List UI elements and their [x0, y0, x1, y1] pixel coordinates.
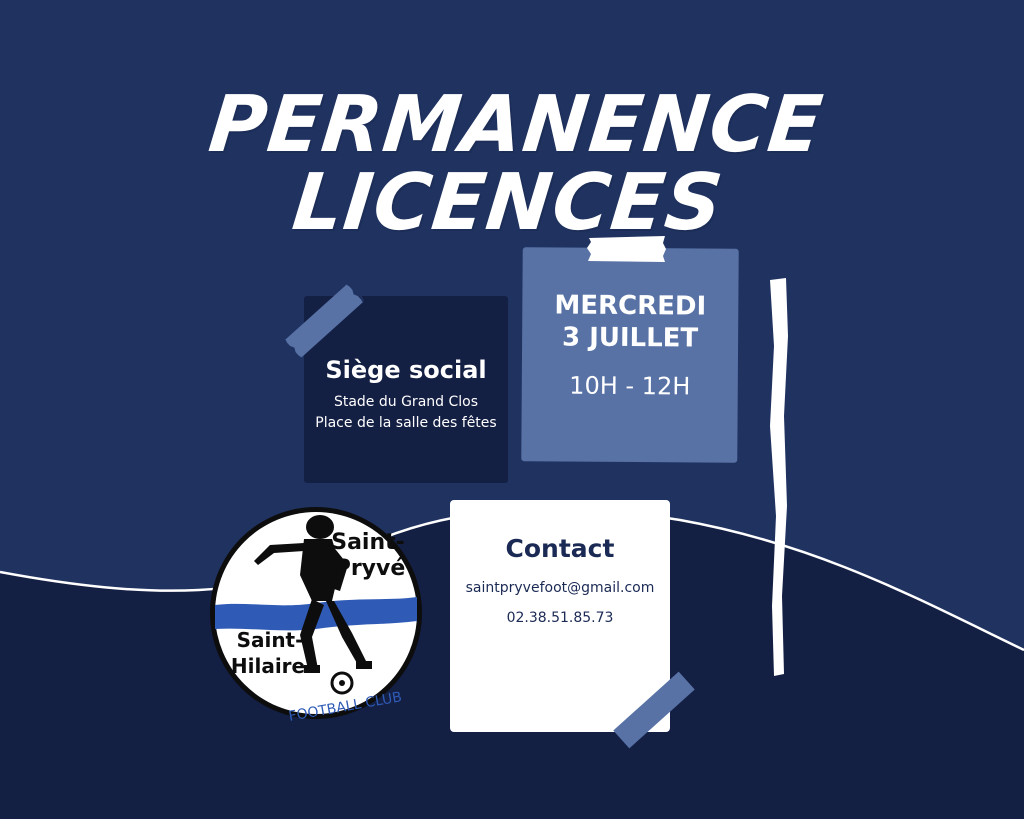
- logo-text-1: Saint-: [331, 530, 405, 555]
- page-title: PERMANENCE LICENCES: [204, 80, 828, 248]
- logo-text-4: Hilaire: [231, 654, 305, 678]
- location-heading: Siège social: [325, 356, 487, 384]
- tape-siege: [283, 283, 365, 359]
- logo-text-3: Saint-: [237, 628, 304, 652]
- contact-card: Contact saintpryvefoot@gmail.com 02.38.5…: [450, 500, 670, 732]
- contact-heading: Contact: [505, 534, 615, 563]
- location-card: Siège social Stade du Grand Clos Place d…: [304, 296, 508, 483]
- logo-text-2: Pryvé: [335, 556, 406, 581]
- date-card: MERCREDI 3 JUILLET 10H - 12H: [521, 247, 739, 463]
- contact-email[interactable]: saintpryvefoot@gmail.com: [465, 580, 655, 596]
- location-line-2: Place de la salle des fêtes: [315, 415, 497, 431]
- brush-stroke-decoration: [770, 278, 788, 676]
- football-player-icon: [254, 515, 372, 673]
- date-date: 3 JUILLET: [561, 322, 699, 354]
- date-day: MERCREDI: [554, 290, 707, 322]
- club-logo: Saint- Pryvé Saint- Hilaire FOOTBALL CLU…: [210, 507, 422, 721]
- tape-date: [587, 236, 666, 262]
- contact-phone[interactable]: 02.38.51.85.73: [506, 610, 614, 626]
- date-hours: 10H - 12H: [569, 371, 691, 401]
- tape-contact: [613, 671, 695, 749]
- location-line-1: Stade du Grand Clos: [333, 394, 479, 410]
